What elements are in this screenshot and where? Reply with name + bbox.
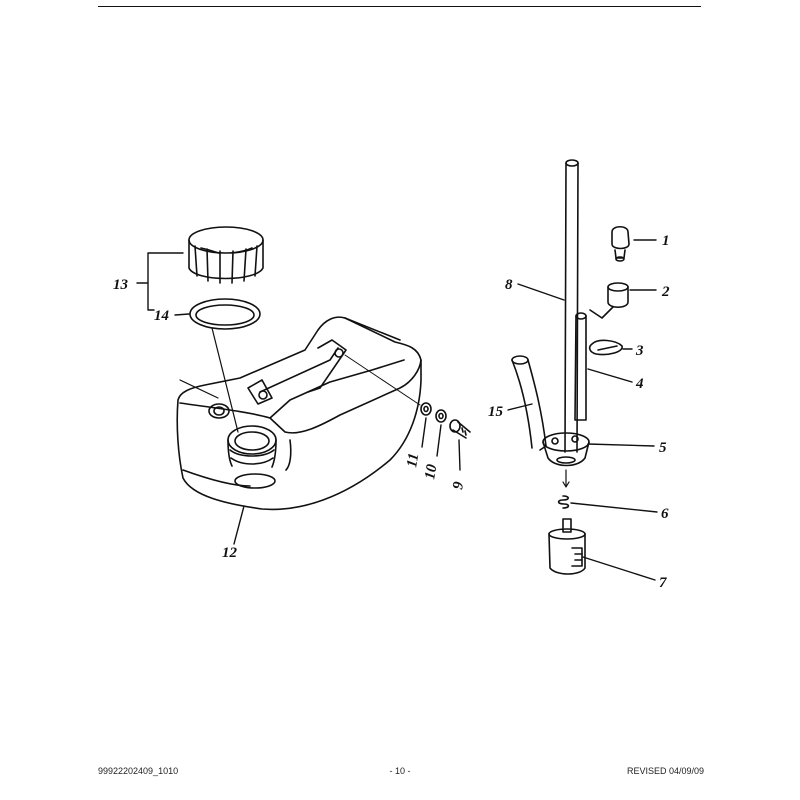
filler-cap-part-13 (188, 226, 264, 284)
fuel-filter-part-7 (548, 518, 586, 575)
callout-9: 9 (450, 480, 467, 491)
callout-11: 11 (404, 452, 422, 469)
callout-labels: 1 2 3 4 5 6 7 8 15 11 10 9 12 13 14 (113, 233, 670, 591)
grommet-part-5 (542, 432, 590, 488)
clip-part-3 (588, 339, 623, 356)
callout-4: 4 (635, 376, 644, 392)
flat-washer-part-10 (435, 409, 447, 423)
callout-3: 3 (635, 343, 644, 359)
assembly-line (344, 354, 421, 406)
callout-7: 7 (659, 575, 667, 591)
callout-1: 1 (662, 233, 670, 249)
callout-14: 14 (154, 308, 170, 324)
screw-part-9 (449, 419, 471, 439)
document-code: 99922202409_1010 (98, 766, 179, 776)
callout-2: 2 (661, 284, 670, 300)
fuel-tank-part-12 (176, 316, 422, 511)
spring-part-6 (557, 495, 570, 509)
callout-5: 5 (659, 440, 667, 456)
callout-12: 12 (222, 545, 238, 561)
gasket-part-14 (189, 298, 261, 433)
return-tube-part-4 (574, 312, 587, 421)
page-number: - 10 - (389, 766, 411, 776)
callout-8: 8 (505, 277, 513, 293)
revision-date: REVISED 04/09/09 (626, 766, 704, 776)
leader-lines (136, 239, 658, 581)
callout-13: 13 (113, 277, 129, 293)
vent-part-2 (589, 282, 629, 319)
header-rule (98, 6, 701, 7)
callout-15: 15 (488, 404, 504, 420)
callout-6: 6 (661, 506, 669, 522)
lock-washer-part-11 (420, 402, 432, 416)
callout-10: 10 (422, 463, 440, 481)
vent-part-1 (611, 225, 630, 262)
fuel-tube-part-8 (564, 159, 579, 453)
hose-part-15 (511, 355, 547, 451)
